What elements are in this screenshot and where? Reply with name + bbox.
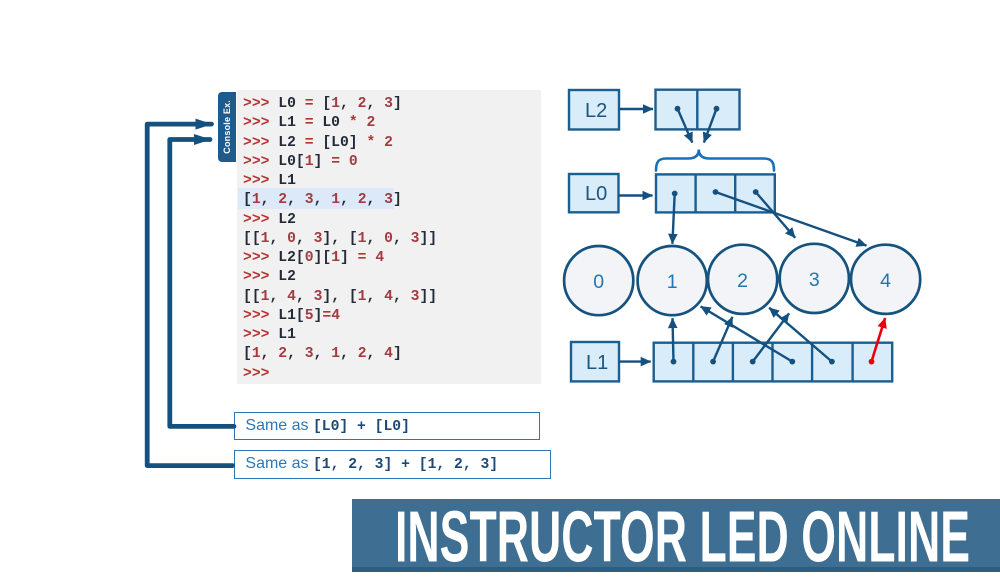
svg-text:L2: L2 [585, 100, 607, 122]
svg-text:0: 0 [593, 271, 604, 293]
svg-text:1: 1 [667, 271, 678, 293]
svg-text:2: 2 [737, 270, 748, 292]
svg-text:4: 4 [880, 270, 891, 292]
svg-text:L1: L1 [586, 352, 608, 374]
svg-text:L0: L0 [585, 183, 607, 205]
svg-text:3: 3 [809, 269, 820, 291]
